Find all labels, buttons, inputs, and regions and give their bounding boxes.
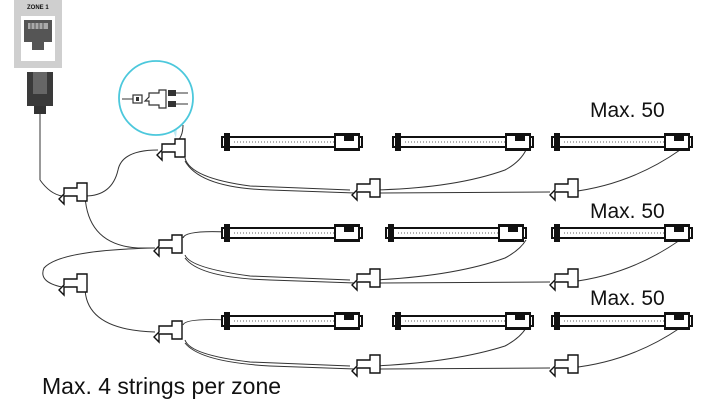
light-bar-icon (385, 223, 527, 243)
splitter-connector-icon (549, 354, 579, 377)
row-2-max-label: Max. 50 (590, 200, 665, 223)
light-bar-icon (221, 223, 363, 243)
splitter-connector-icon (58, 273, 88, 296)
footer-note: Max. 4 strings per zone (42, 373, 282, 399)
light-bar-icon (392, 132, 534, 152)
light-bar-icon (392, 311, 534, 331)
splitter-connector-icon (351, 354, 381, 377)
splitter-connectors (58, 138, 579, 377)
light-bar-row-1 (221, 132, 693, 152)
splitter-connector-icon (351, 268, 381, 291)
splitter-connector-icon (549, 268, 579, 291)
light-bar-row-3 (221, 311, 693, 331)
splitter-connector-icon (153, 234, 183, 257)
row-3-max-label: Max. 50 (590, 287, 665, 310)
light-bar-icon (551, 132, 693, 152)
light-bar-icon (221, 132, 363, 152)
rj-plug-icon (27, 72, 53, 114)
splitter-connector-icon (351, 178, 381, 201)
splitter-connector-icon (549, 178, 579, 201)
row-1-max-label: Max. 50 (590, 99, 665, 122)
light-bar-icon (551, 223, 693, 243)
light-bar-icon (221, 311, 363, 331)
cable-routing (39, 114, 681, 370)
splitter-connector-icon (153, 320, 183, 343)
light-bar-row-2 (221, 223, 693, 243)
splitter-detail-icon (122, 89, 188, 109)
splitter-connector-icon (58, 182, 88, 205)
splitter-detail-callout (118, 60, 194, 138)
zone-jack-panel (14, 0, 62, 68)
splitter-connector-icon (156, 138, 186, 161)
rj45-jack-icon (24, 20, 52, 50)
zone-label: ZONE 1 (27, 5, 49, 11)
light-bar-icon (551, 311, 693, 331)
